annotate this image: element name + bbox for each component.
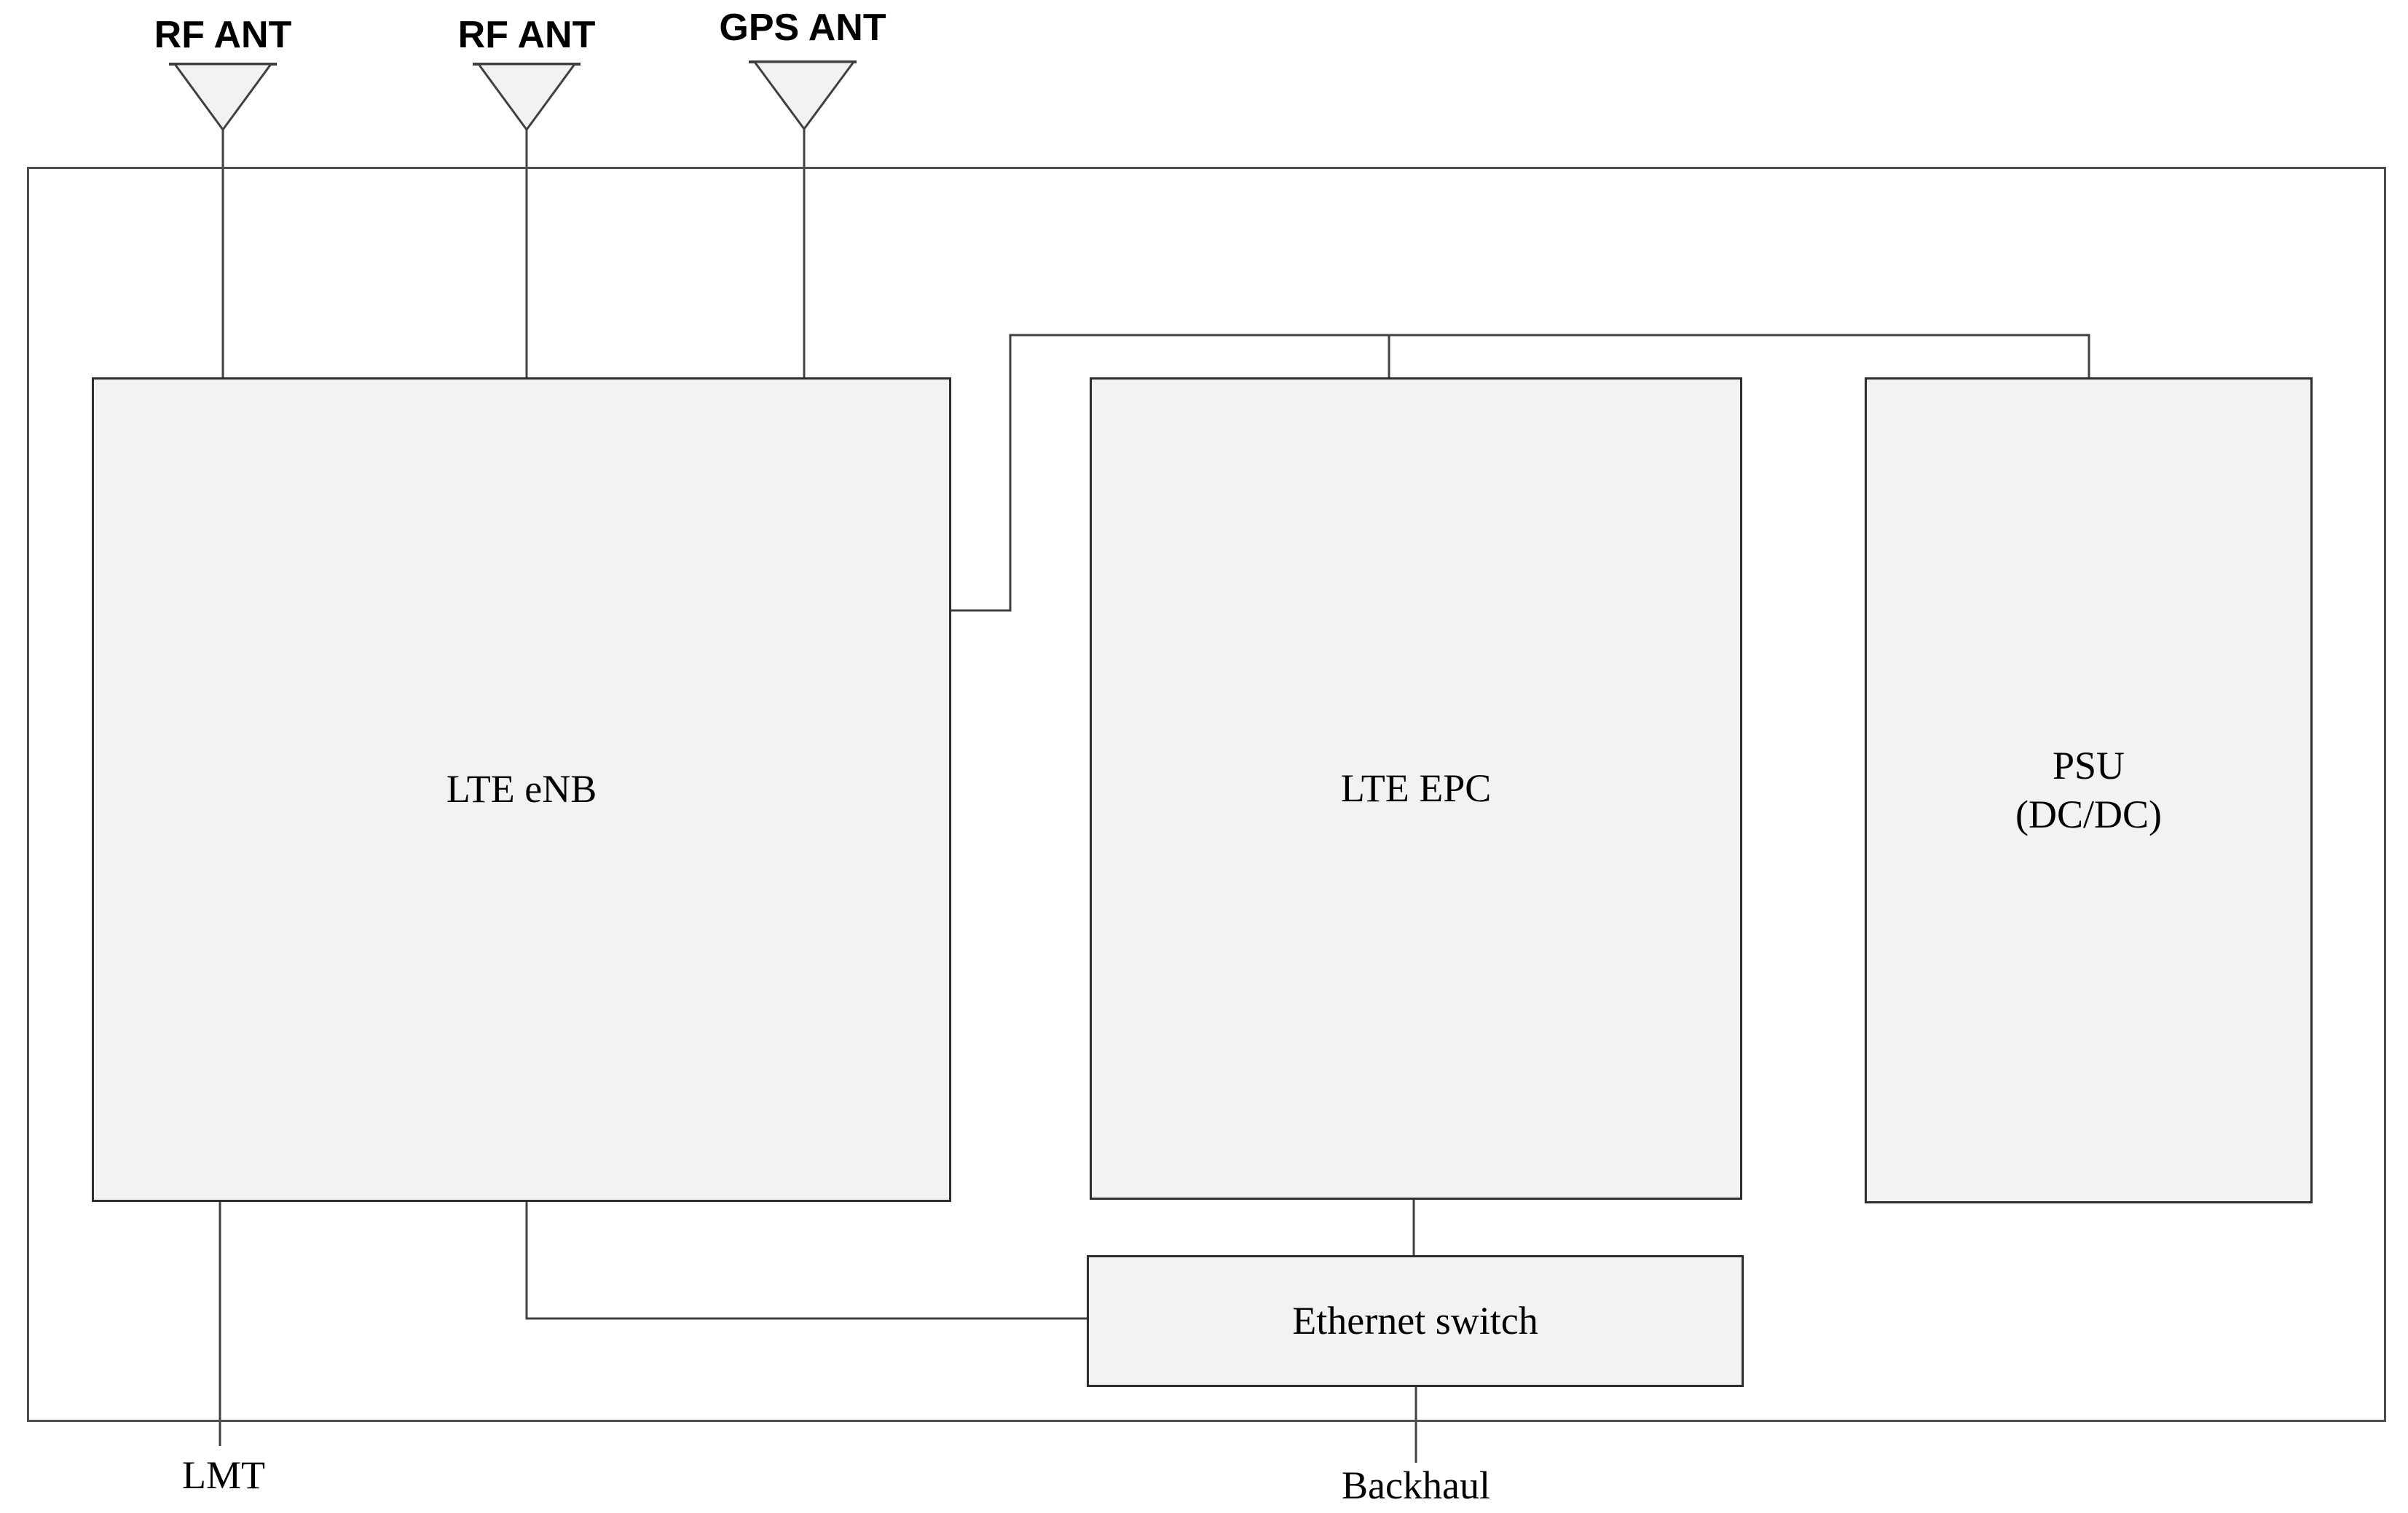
block-psu: PSU (DC/DC) (1865, 377, 2313, 1203)
block-psu-label-line1: PSU (2052, 743, 2125, 787)
rf-antenna-2-label: RF ANT (457, 14, 596, 56)
block-ethernet-switch: Ethernet switch (1087, 1255, 1744, 1387)
block-lte-enb-label: LTE eNB (446, 767, 597, 811)
block-ethernet-switch-label: Ethernet switch (1292, 1298, 1538, 1343)
backhaul-port-label: Backhaul (1342, 1463, 1490, 1507)
gps-antenna-label: GPS ANT (719, 7, 886, 49)
block-lte-epc-label: LTE EPC (1340, 766, 1492, 810)
enclosure-box (27, 167, 2386, 1422)
lmt-port-label: LMT (182, 1453, 265, 1497)
gps-antenna-icon (752, 60, 856, 131)
block-lte-enb: LTE eNB (92, 377, 951, 1202)
rf-antenna-2-icon (476, 63, 577, 132)
rf-antenna-1-icon (173, 63, 273, 132)
block-lte-epc: LTE EPC (1090, 377, 1742, 1200)
rf-antenna-1-label: RF ANT (154, 14, 292, 56)
wire-enb-to-switch (525, 1200, 1087, 1320)
wire-enb-to-psu-rail (950, 334, 2090, 612)
block-psu-label-line2: (DC/DC) (2015, 793, 2162, 836)
